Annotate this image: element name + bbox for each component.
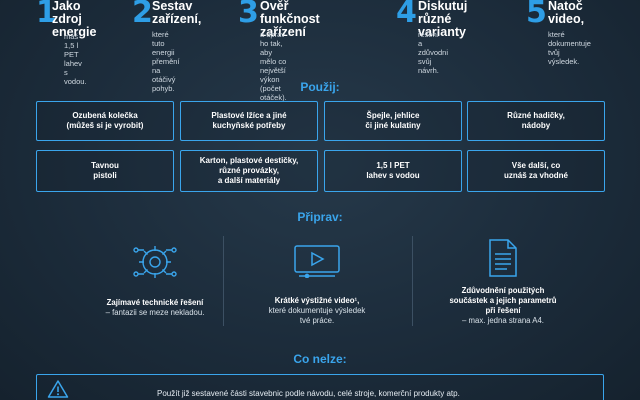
prepare-item-heading: Zajímavé technické řešení bbox=[106, 298, 204, 307]
warning-icon bbox=[47, 379, 69, 400]
divider bbox=[223, 236, 224, 326]
step-description: které dokumentuje tvůj výsledek. bbox=[548, 30, 591, 66]
forbidden-section-title: Co nelze: bbox=[293, 352, 347, 366]
prepare-item-text: Krátké výstižné video¹, které dokumentuj… bbox=[222, 296, 412, 326]
use-item-glue-gun: Tavnou pistoli bbox=[36, 150, 174, 192]
forbidden-box: Použít již sestavené části stavebnic pod… bbox=[36, 374, 604, 400]
use-item-cardboard: Karton, plastové destičky, různé provázk… bbox=[180, 150, 318, 192]
steps-row: 1 Jako zdroj energie máš 1,5 l PET lahev… bbox=[0, 0, 640, 102]
step-number: 2 bbox=[132, 0, 153, 30]
step-number: 5 bbox=[526, 0, 547, 30]
prepare-item-justification: Zdůvodnění použitých součástek a jejich … bbox=[408, 238, 598, 338]
step-number: 4 bbox=[396, 0, 417, 30]
use-item-skewers: Špejle, jehlice či jiné kulatiny bbox=[324, 101, 462, 141]
forbidden-text: Použít již sestavené části stavebnic pod… bbox=[157, 389, 460, 398]
step-number: 3 bbox=[238, 0, 259, 30]
step-description: řešení a zdůvodni svůj návrh. bbox=[418, 30, 449, 75]
prepare-item-heading: Zdůvodnění použitých součástek a jejich … bbox=[449, 286, 557, 315]
prepare-item-detail: – fantazii se meze nekladou. bbox=[105, 308, 205, 317]
prepare-section-title: Připrav: bbox=[297, 210, 343, 224]
step-title: Sestav zařízení, bbox=[152, 0, 202, 26]
prepare-item-text: Zajímavé technické řešení – fantazii se … bbox=[60, 298, 250, 318]
step-title: Diskutuj různé varianty bbox=[418, 0, 468, 39]
step-number: 1 bbox=[36, 0, 57, 30]
use-item-anything-else: Vše další, co uznáš za vhodné bbox=[467, 150, 605, 192]
document-icon bbox=[488, 238, 518, 283]
video-player-icon bbox=[293, 244, 341, 283]
step-title: Ověř funkčnost zařízení bbox=[260, 0, 320, 39]
prepare-item-detail: – max. jedna strana A4. bbox=[462, 316, 544, 325]
use-item-tubes: Různé hadičky, nádoby bbox=[467, 101, 605, 141]
step-title: Natoč video, bbox=[548, 0, 585, 26]
use-item-spoons: Plastové lžíce a jiné kuchyňské potřeby bbox=[180, 101, 318, 141]
divider bbox=[412, 236, 413, 326]
step-description: máš 1,5 l PET lahev s vodou. bbox=[64, 32, 87, 86]
brain-gear-icon bbox=[132, 240, 178, 289]
step-description: a uprav ho tak, aby mělo co největší výk… bbox=[260, 30, 287, 102]
step-description: které tuto energii přemění na otáčivý po… bbox=[152, 30, 180, 93]
use-section-title: Použij: bbox=[300, 80, 340, 94]
prepare-item-detail: které dokumentuje výsledek tvé práce. bbox=[268, 306, 366, 325]
prepare-item-heading: Krátké výstižné video¹, bbox=[274, 296, 360, 305]
prepare-item-solution: Zajímavé technické řešení – fantazii se … bbox=[60, 238, 250, 338]
use-item-gears: Ozubená kolečka (můžeš si je vyrobit) bbox=[36, 101, 174, 141]
prepare-item-text: Zdůvodnění použitých součástek a jejich … bbox=[408, 286, 598, 326]
prepare-item-video: Krátké výstižné video¹, které dokumentuj… bbox=[222, 238, 412, 338]
use-item-pet-bottle: 1,5 l PET lahev s vodou bbox=[324, 150, 462, 192]
step-title: Jako zdroj energie bbox=[52, 0, 97, 39]
